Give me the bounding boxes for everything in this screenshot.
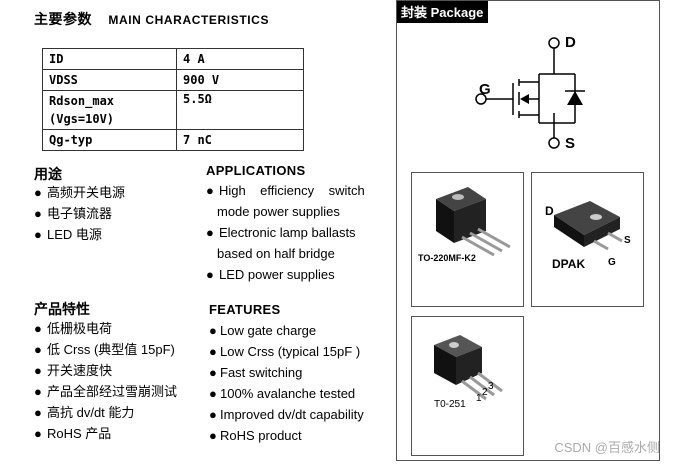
bullet-icon: ● [209,344,217,359]
applications-en-list: ●High efficiency switch mode power suppl… [206,180,376,285]
applications-cn-list: ●高频开关电源 ●电子镇流器 ●LED 电源 [34,182,125,245]
features-en-list: ●Low gate charge ●Low Crss (typical 15pF… [209,320,364,446]
list-item: based on half bridge [217,246,335,261]
bullet-icon: ● [34,363,42,378]
package-to220: TO-220MF-K2 [411,172,524,307]
bullet-icon: ● [206,183,214,198]
spec-key: Rdson_max (Vgs=10V) [42,90,177,130]
features-cn-title: 产品特性 [34,301,90,317]
watermark: CSDN @百感水侧 [554,440,660,455]
spec-value: 900 V [176,69,304,91]
bullet-icon: ● [206,267,214,282]
list-item: ●High efficiency switch [206,180,376,201]
main-characteristics-heading: 主要参数 MAIN CHARACTERISTICS [34,9,269,29]
mosfet-symbol-icon [475,37,585,149]
spec-key: Qg-typ [42,129,177,151]
spec-key: VDSS [42,69,177,91]
features-en-title: FEATURES [209,302,281,317]
package-to251: T0-251 1 2 3 [411,316,524,456]
list-item: ●开关速度快 [34,360,177,381]
dpak-g-label: G [608,257,616,268]
bullet-icon: ● [34,321,42,336]
to220-package-icon [436,187,511,257]
list-item: ●100% avalanche tested [209,383,364,404]
list-item: ●LED 电源 [34,224,125,245]
bullet-icon: ● [34,185,42,200]
applications-cn-title: 用途 [34,166,62,182]
dpak-package-icon [554,201,623,251]
list-item: ●高抗 dv/dt 能力 [34,402,177,423]
list-item: ●Low gate charge [209,320,364,341]
package-title: 封装 Package [397,1,489,23]
package-panel: 封装 Package D G S [396,0,660,461]
to251-pin2: 2 [482,387,488,398]
list-item: ●Low Crss (typical 15pF ) [209,341,364,362]
table-row: ID 4 A [42,48,304,70]
table-row: VDSS 900 V [42,69,304,91]
list-item: ●Fast switching [209,362,364,383]
to251-pin3: 3 [488,381,494,392]
pin-g-label: G [479,81,491,98]
list-item: ●RoHS 产品 [34,423,177,444]
list-item: ●LED power supplies [206,264,376,285]
bullet-icon: ● [34,426,42,441]
dpak-s-label: S [624,235,631,246]
list-item: ●RoHS product [209,425,364,446]
features-cn-list: ●低栅极电荷 ●低 Crss (典型值 15pF) ●开关速度快 ●产品全部经过… [34,318,177,444]
list-item: ●Improved dv/dt capability [209,404,364,425]
bullet-icon: ● [209,323,217,338]
bullet-icon: ● [34,384,42,399]
bullet-icon: ● [209,386,217,401]
spec-table: ID 4 A VDSS 900 V Rdson_max (Vgs=10V) 5.… [42,48,304,151]
dpak-label: DPAK [552,257,586,271]
bullet-icon: ● [209,428,217,443]
heading-cn: 主要参数 [34,11,92,27]
to251-label: T0-251 [434,399,466,410]
table-row: Qg-typ 7 nC [42,129,304,151]
applications-en-title: APPLICATIONS [206,163,306,178]
pin-d-label: D [565,34,576,51]
spec-value: 5.5Ω [176,90,304,130]
list-item: ●低栅极电荷 [34,318,177,339]
spec-key: ID [42,48,177,70]
bullet-icon: ● [34,405,42,420]
spec-key-line1: Rdson_max [49,94,115,108]
to251-pin1: 1 [476,393,482,404]
bullet-icon: ● [34,227,42,242]
table-row: Rdson_max (Vgs=10V) 5.5Ω [42,90,304,130]
bullet-icon: ● [206,225,214,240]
list-item: mode power supplies [217,204,340,219]
dpak-d-label: D [545,204,554,218]
to220-label: TO-220MF-K2 [418,253,476,263]
list-item: ●低 Crss (典型值 15pF) [34,339,177,360]
bullet-icon: ● [34,206,42,221]
list-item: ●产品全部经过雪崩测试 [34,381,177,402]
bullet-icon: ● [209,365,217,380]
list-item: ●电子镇流器 [34,203,125,224]
pin-s-label: S [565,135,576,152]
spec-key-line2: (Vgs=10V) [49,112,115,126]
package-dpak: D S G DPAK [531,172,644,307]
bullet-icon: ● [209,407,217,422]
list-item: ●Electronic lamp ballasts [206,222,376,243]
list-item: ●高频开关电源 [34,182,125,203]
bullet-icon: ● [34,342,42,357]
to251-package-icon [434,335,503,401]
heading-en: MAIN CHARACTERISTICS [108,13,270,27]
spec-value: 7 nC [176,129,304,151]
spec-value: 4 A [176,48,304,70]
